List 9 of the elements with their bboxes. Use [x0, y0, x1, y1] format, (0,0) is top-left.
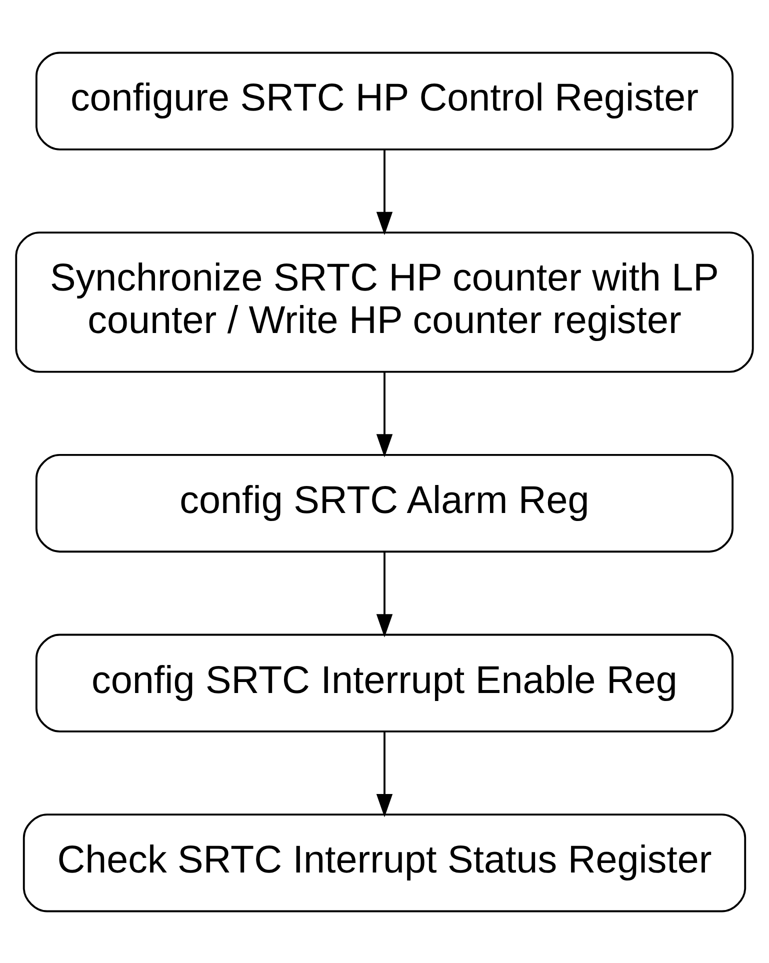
node-box: Synchronize SRTC HP counter with LP counter / Write HP counter register: [15, 231, 754, 372]
node-box: config SRTC Alarm Reg: [35, 453, 734, 552]
arrow: [376, 552, 393, 637]
node-box: configure SRTC HP Control Register: [35, 51, 734, 150]
arrow: [376, 149, 393, 235]
arrow: [376, 732, 393, 817]
node-box: Check SRTC Interrupt Status Register: [22, 813, 746, 912]
arrow: [376, 371, 393, 457]
node-box: config SRTC Interrupt Enable Reg: [35, 633, 734, 732]
